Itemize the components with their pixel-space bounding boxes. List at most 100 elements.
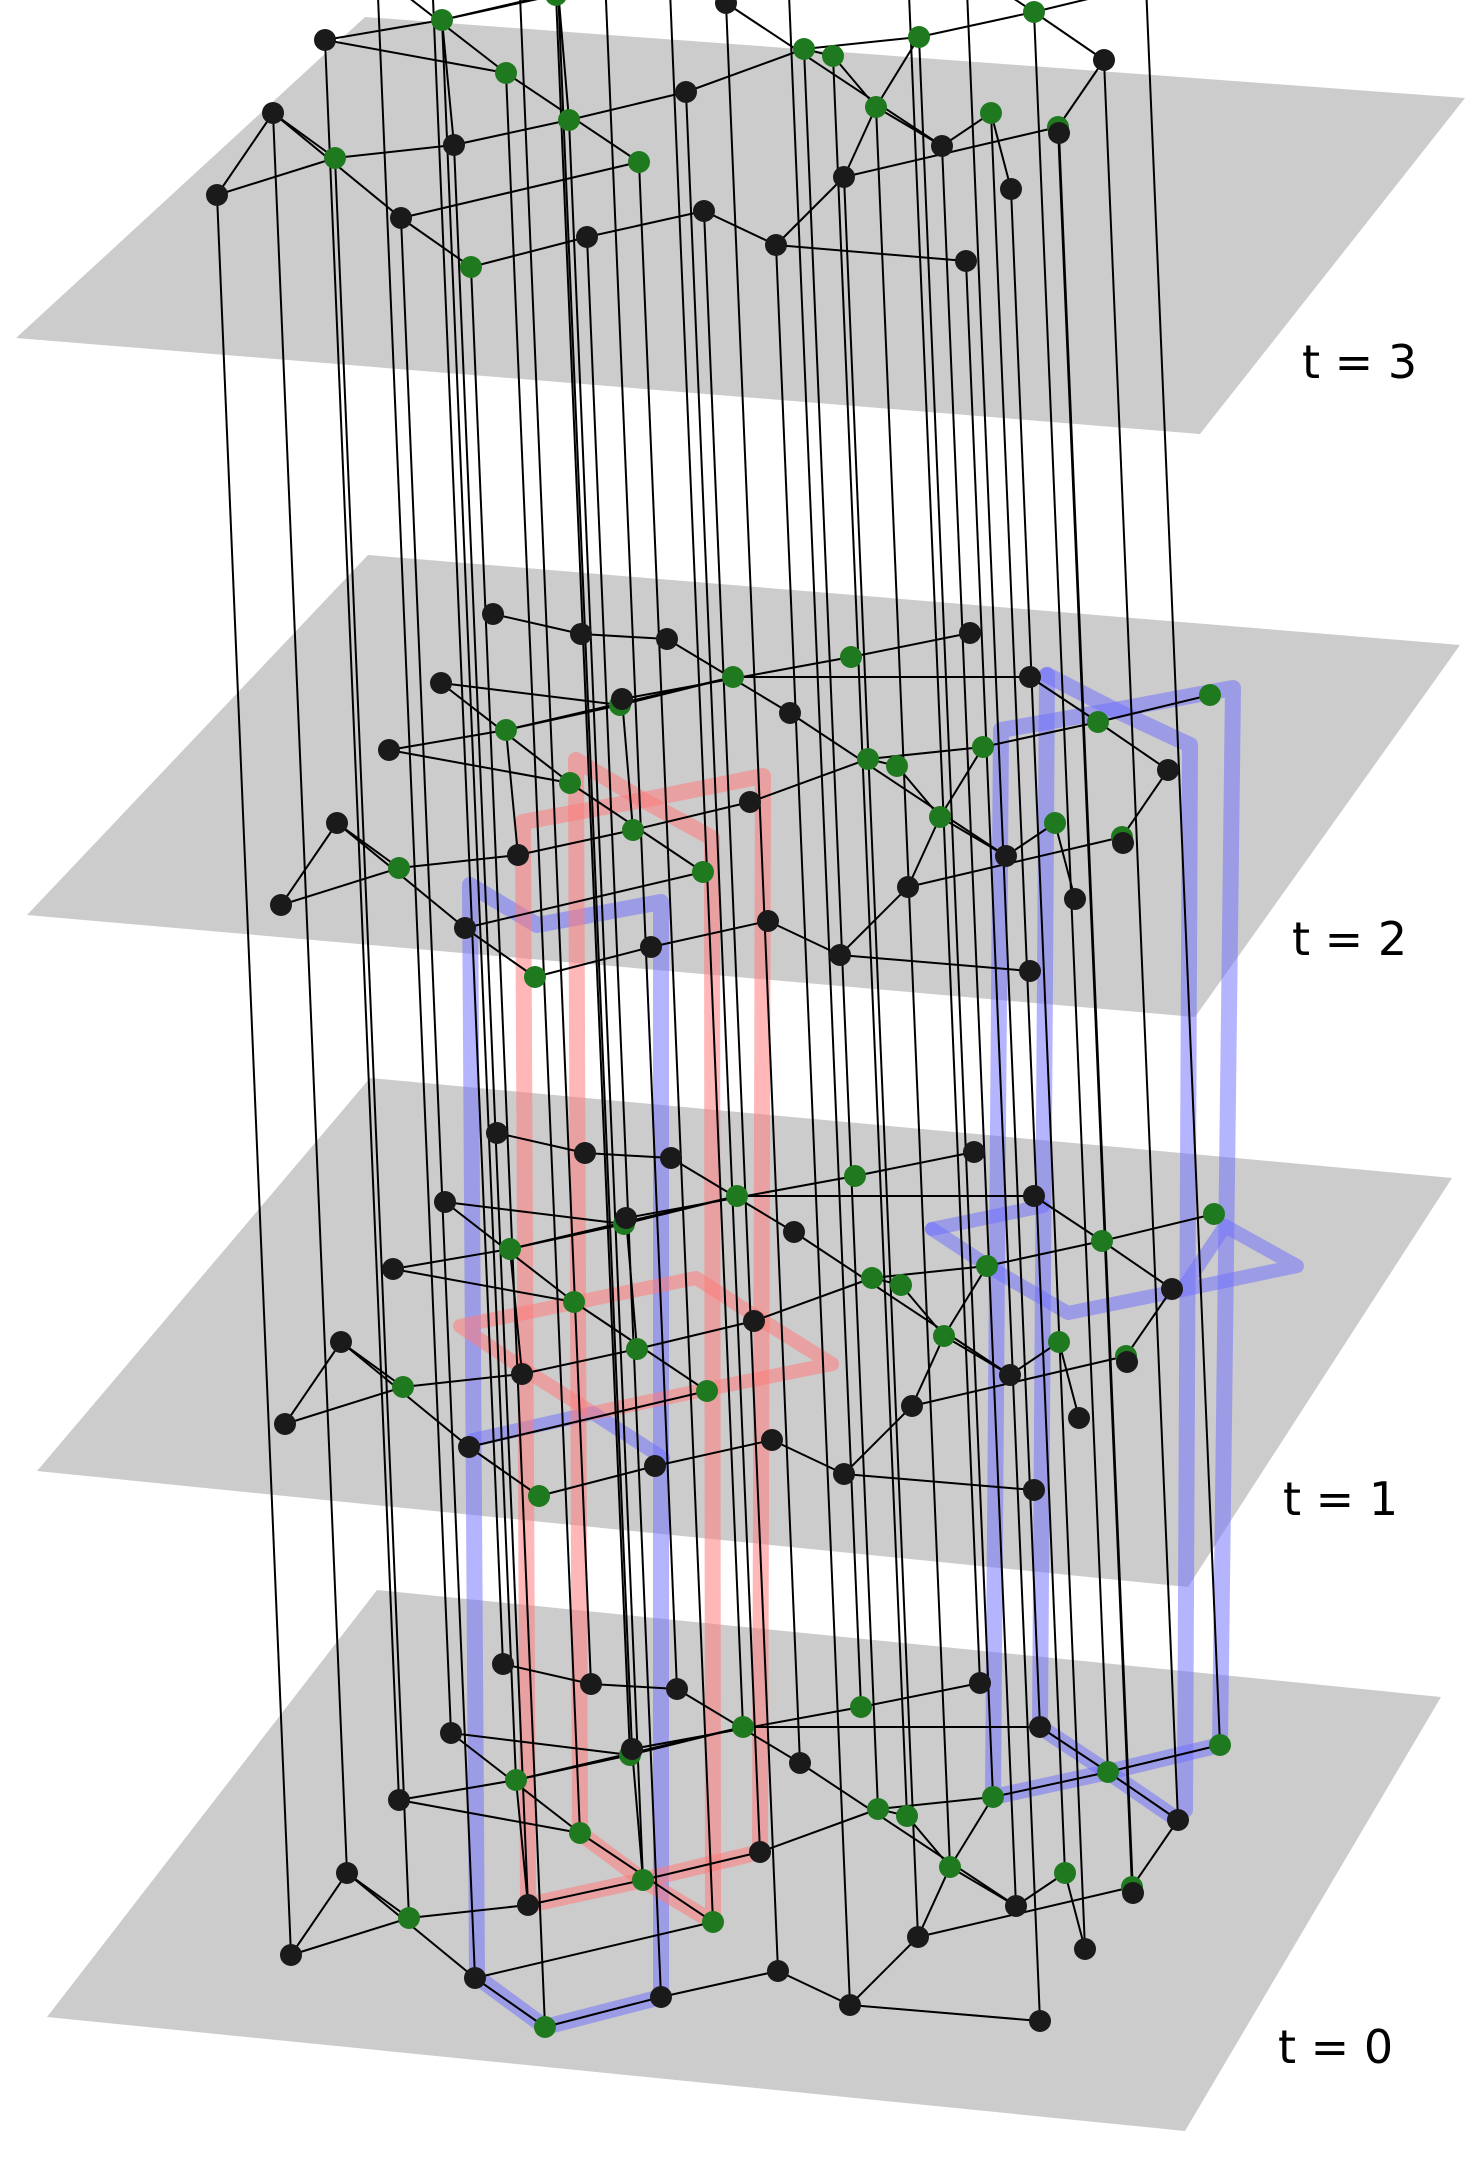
lattice-edge-t1 <box>392 1248 511 1270</box>
time-edge <box>432 0 504 1665</box>
black-node-t0 <box>767 1960 789 1982</box>
lattice-edge-t1 <box>986 1240 1103 1267</box>
black-node-t2 <box>959 622 981 644</box>
time-edge <box>555 0 631 1756</box>
lattice-edge-t0 <box>290 1872 348 1956</box>
lattice-edge-t3 <box>832 55 877 108</box>
black-node-t2 <box>995 845 1017 867</box>
green-node-t2 <box>1087 711 1109 733</box>
black-node-t2 <box>378 739 400 761</box>
lattice-edge-t3 <box>1014 0 1035 13</box>
lattice-edge-t0 <box>631 1748 644 1881</box>
black-node-t1 <box>783 1221 805 1243</box>
lattice-edge-t0 <box>1131 1819 1179 1888</box>
black-node-t3 <box>715 0 737 14</box>
lattice-edge-t3 <box>803 36 920 50</box>
lattice-edge-t2 <box>632 801 751 831</box>
lattice-edge-t0 <box>849 2004 1041 2022</box>
lattice-edge-t1 <box>771 1439 845 1475</box>
black-node-t2 <box>507 844 529 866</box>
lattice-edge-t0 <box>949 1866 1017 1907</box>
black-node-t2 <box>640 936 662 958</box>
time-edge <box>441 19 517 1781</box>
time-edge <box>453 144 529 1906</box>
lattice-edge-t2 <box>749 758 869 803</box>
lattice-edge-t3 <box>441 0 533 21</box>
lattice-edge-t2 <box>650 920 769 948</box>
lattice-edge-t2 <box>464 871 704 929</box>
green-node-t3 <box>546 0 566 6</box>
green-node-t3 <box>324 147 346 169</box>
green-node-t2 <box>929 806 951 828</box>
lattice-edge-t1 <box>468 1446 540 1497</box>
layer-label-t3: t = 3 <box>1302 335 1417 389</box>
lattice-edge-t1 <box>284 1386 404 1425</box>
lattice-edge-t2 <box>492 613 582 635</box>
black-node-t3 <box>390 207 412 229</box>
lattice-edge-t3 <box>586 210 705 238</box>
black-node-t3 <box>206 184 228 206</box>
lattice-edge-t0 <box>949 1796 994 1868</box>
black-node-t1 <box>1023 1479 1045 1501</box>
green-node-t1 <box>1091 1230 1113 1252</box>
time-edge <box>669 0 744 1728</box>
time-edge <box>586 236 662 1998</box>
lattice-edge-t1 <box>625 1217 638 1350</box>
black-node-t1 <box>615 1207 637 1229</box>
black-node-t2 <box>829 944 851 966</box>
black-node-t1 <box>330 1331 352 1353</box>
time-edge <box>1058 132 1134 1894</box>
lattice-edge-t1 <box>402 1373 523 1388</box>
lattice-edge-t0 <box>917 1866 951 1938</box>
green-node-t1 <box>1203 1203 1225 1225</box>
black-node-t1 <box>963 1141 985 1163</box>
lattice-edge-t0 <box>1064 1872 1086 1950</box>
lattice-edge-t2 <box>388 729 507 751</box>
time-edge <box>908 0 981 1684</box>
green-node-t1 <box>392 1376 414 1398</box>
black-node-t3 <box>955 250 977 272</box>
layer-labels: t = 3 t = 2 t = 1 t = 0 <box>1278 335 1417 2074</box>
black-node-t0 <box>1029 2010 1051 2032</box>
time-edge <box>703 210 779 1972</box>
time-edge <box>604 0 678 1690</box>
lattice-edge-t3 <box>324 19 443 41</box>
black-node-t3 <box>675 81 697 103</box>
time-edge <box>470 266 546 2028</box>
time-edge <box>334 157 410 1919</box>
lattice-edge-t0 <box>450 1732 631 1756</box>
lattice-edge-t2 <box>464 927 536 978</box>
lattice-edge-t2 <box>1097 721 1169 771</box>
time-edge <box>377 0 452 1734</box>
lattice-edge-t0 <box>398 1779 517 1801</box>
lattice-edge-t0 <box>660 1970 779 1998</box>
black-node-t3 <box>765 234 787 256</box>
green-node-t1 <box>890 1274 912 1296</box>
lattice-edge-t3 <box>441 19 455 146</box>
black-node-t0 <box>1029 1716 1051 1738</box>
lattice-edge-t0 <box>799 1762 1017 1907</box>
black-node-t1 <box>574 1142 596 1164</box>
green-node-t3 <box>908 26 930 48</box>
time-edge <box>1145 0 1221 1746</box>
lattice-edge-t3 <box>719 0 727 4</box>
green-node-t0 <box>505 1769 527 1791</box>
black-node-t0 <box>280 1944 302 1966</box>
time-edge <box>272 112 348 1874</box>
time-edge <box>788 0 862 1708</box>
green-node-t2 <box>972 736 994 758</box>
lattice-edge-t1 <box>943 1335 1011 1376</box>
lattice-edge-t0 <box>590 1683 678 1690</box>
time-edge <box>568 119 644 1881</box>
green-node-t2 <box>840 646 862 668</box>
lattice-edge-t2 <box>621 698 634 831</box>
lattice-edge-t0 <box>502 1663 592 1685</box>
black-node-t2 <box>430 672 452 694</box>
green-node-t3 <box>558 109 580 131</box>
green-node-t3 <box>460 256 482 278</box>
lattice-edge-t1 <box>843 1473 1035 1491</box>
lattice-edge-t2 <box>534 946 652 978</box>
green-node-t2 <box>495 719 517 741</box>
lattice-edge-t1 <box>1125 1288 1173 1357</box>
black-node-t1 <box>511 1363 533 1385</box>
